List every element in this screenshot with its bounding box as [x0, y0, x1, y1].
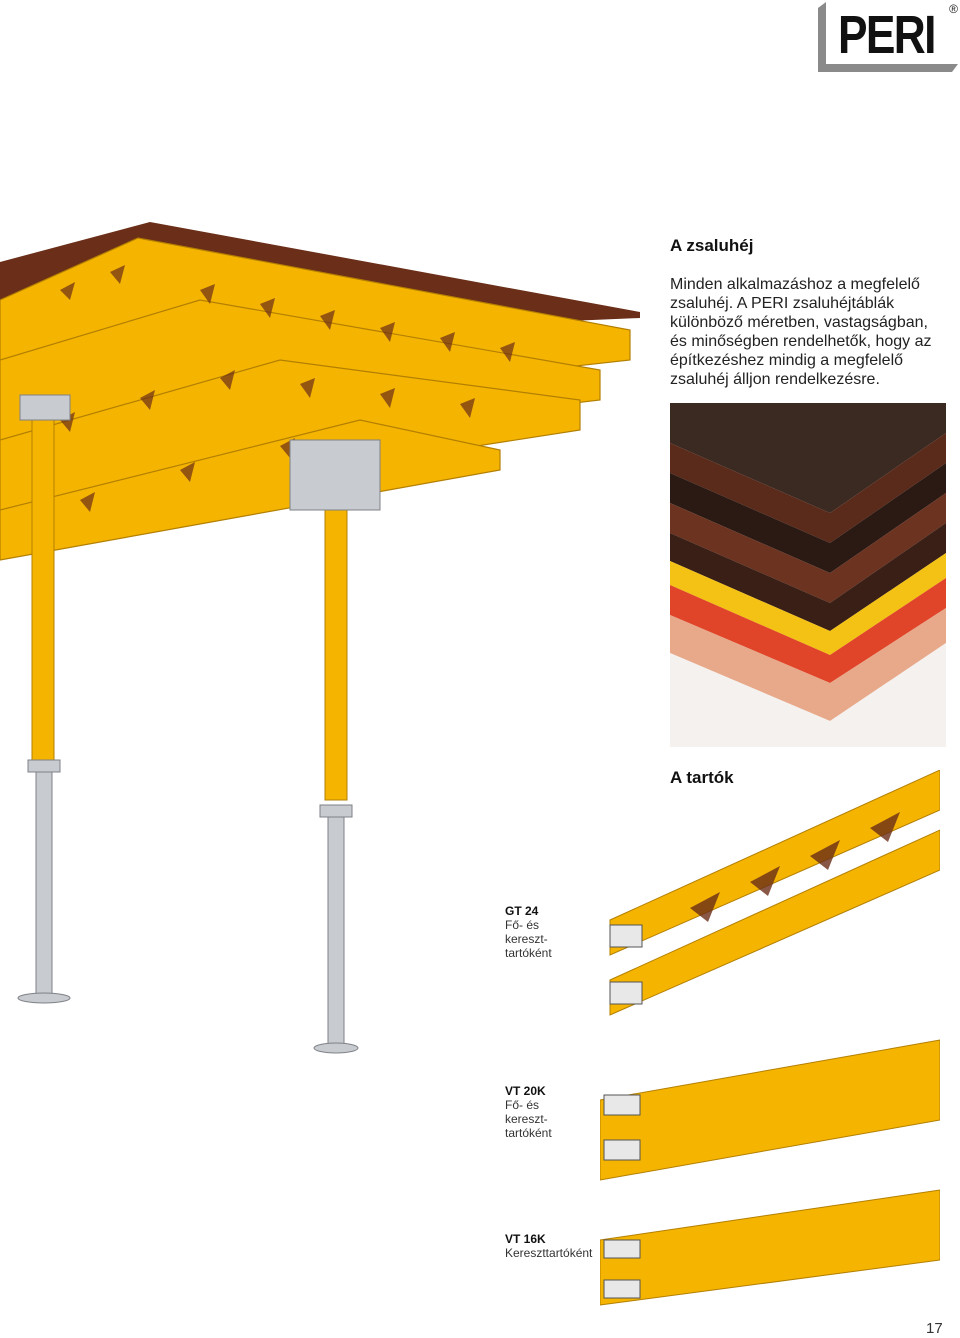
text-line: zsaluhéj álljon rendelkezésre.	[670, 371, 880, 388]
peri-logo: PERI ®	[818, 2, 960, 74]
formwork-panels-photo	[670, 403, 946, 747]
formwork-description: Minden alkalmazáshoz a megfelelő zsaluhé…	[670, 275, 955, 389]
text-line: Minden alkalmazáshoz a megfelelő	[670, 276, 920, 293]
girder-desc-line: Fő- és	[505, 918, 540, 932]
logo-frame	[818, 2, 958, 72]
girder-name: GT 24	[505, 904, 539, 918]
label-gt24: GT 24 Fő- és kereszt- tartóként	[505, 904, 600, 960]
logo-text: PERI	[838, 5, 936, 65]
page-number: 17	[926, 1320, 943, 1337]
gt24-girder	[609, 770, 940, 1016]
section-title-girders: A tartók	[670, 768, 734, 787]
text-line: zsaluhéj. A PERI zsaluhéjtáblák	[670, 295, 895, 312]
girder-illustrations	[600, 770, 940, 1306]
label-vt16k: VT 16K Kereszttartóként	[505, 1232, 625, 1260]
text-line: különböző méretben, vastagságban,	[670, 314, 928, 331]
girder-name: VT 16K	[505, 1232, 546, 1246]
slab-formwork-illustration	[0, 222, 640, 1054]
vt20k-girder	[600, 1039, 940, 1181]
text-line: és minőségben rendelhetők, hogy az	[670, 333, 932, 350]
girder-desc-line: Kereszttartóként	[505, 1246, 593, 1260]
girder-desc-line: Fő- és	[505, 1098, 540, 1112]
text-line: építkezéshez mindig a megfelelő	[670, 352, 904, 369]
girder-name: VT 20K	[505, 1084, 546, 1098]
girder-desc-line: tartóként	[505, 1126, 552, 1140]
girder-desc-line: kereszt-	[505, 1112, 548, 1126]
girder-desc-line: tartóként	[505, 946, 552, 960]
vt16k-girder	[600, 1189, 940, 1306]
registered-mark: ®	[949, 2, 958, 16]
girder-desc-line: kereszt-	[505, 932, 548, 946]
section-title-formwork: A zsaluhéj	[670, 236, 754, 255]
label-vt20k: VT 20K Fő- és kereszt- tartóként	[505, 1084, 600, 1140]
